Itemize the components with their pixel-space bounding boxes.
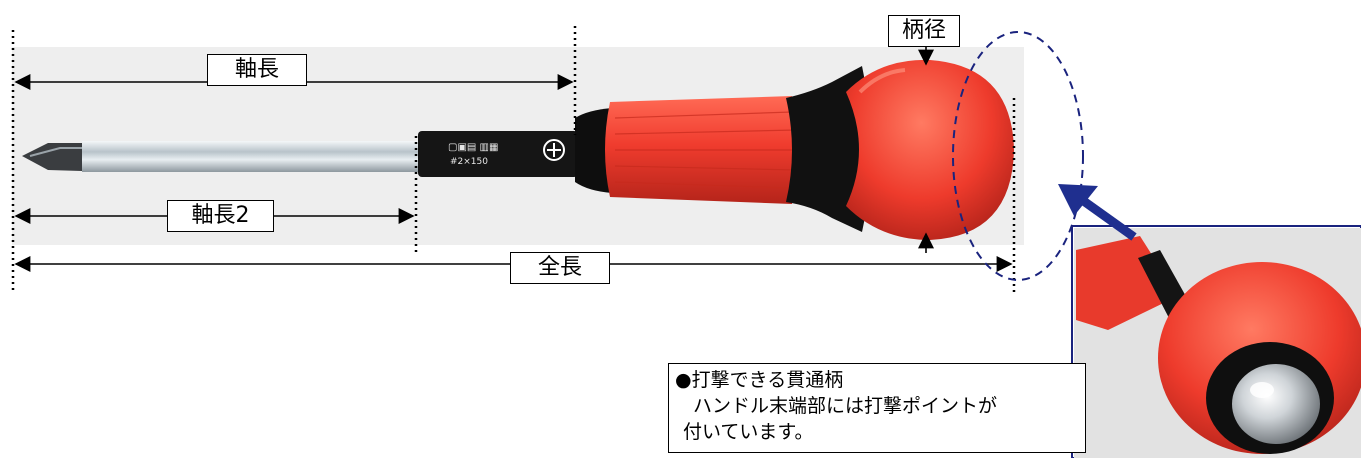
note-line-1: ハンドル末端部には打撃ポイントが bbox=[693, 395, 998, 417]
screwdriver-tip bbox=[22, 143, 82, 171]
callout-ellipse bbox=[952, 31, 1084, 281]
inset-photo bbox=[1071, 225, 1361, 458]
note-heading: ●打撃できる貫通柄 bbox=[675, 369, 844, 391]
extension-lines bbox=[11, 26, 1016, 295]
svg-text:#2×150: #2×150 bbox=[450, 157, 488, 167]
red-knob bbox=[846, 59, 1014, 241]
ferrule bbox=[575, 108, 612, 193]
shaft-marking: ▢▣▤ ▥▦ bbox=[448, 142, 498, 153]
insulated-shaft bbox=[418, 131, 578, 177]
metal-shaft bbox=[82, 141, 422, 172]
total-length-label: 全長 bbox=[510, 252, 610, 284]
phillips-mark-icon bbox=[543, 139, 565, 161]
chrome-strike-cap bbox=[1232, 364, 1320, 444]
feature-note: ●打撃できる貫通柄 ハンドル末端部には打撃ポイントが 付いています。 bbox=[668, 363, 1086, 453]
handle-diameter-label: 柄径 bbox=[888, 15, 960, 47]
pointer-arrow bbox=[1058, 184, 1137, 241]
shaft-length-label: 軸長 bbox=[207, 54, 307, 86]
handle-neck bbox=[786, 66, 871, 232]
note-line-2: 付いています。 bbox=[683, 421, 814, 443]
shaft-length-2-label: 軸長2 bbox=[167, 200, 274, 232]
screwdriver-image: ▢▣▤ ▥▦ #2×150 bbox=[22, 59, 1014, 241]
